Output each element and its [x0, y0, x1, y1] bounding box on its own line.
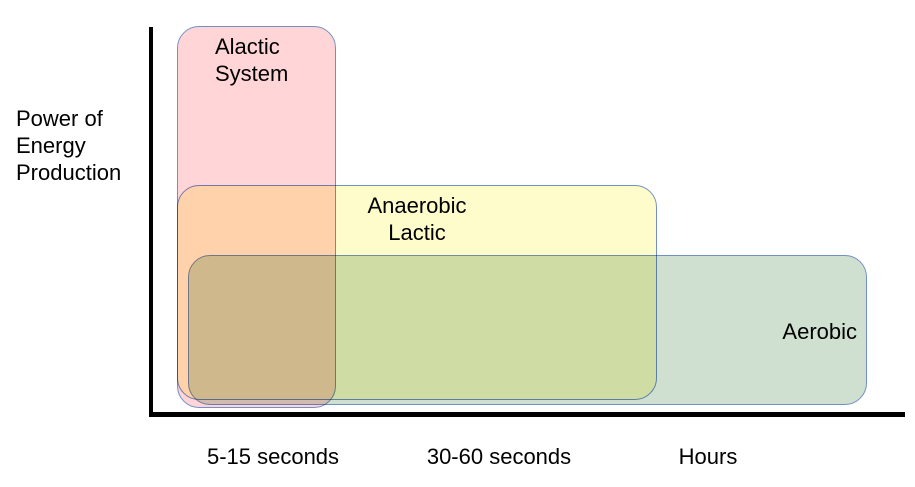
x-tick-label-hours: Hours	[678, 444, 738, 469]
alactic-label-line-1: Alactic	[215, 34, 280, 59]
anaerobic-label-line-1: Anaerobic	[367, 193, 467, 218]
y-axis-label-line-1: Power of	[16, 106, 103, 131]
y-axis-label: Power of Energy Production	[16, 105, 121, 186]
y-axis-line	[149, 27, 153, 417]
alactic-label-line-2: System	[215, 61, 289, 86]
x-tick-label-5-15-seconds: 5-15 seconds	[206, 444, 340, 469]
aerobic-label: Aerobic	[782, 319, 857, 344]
anaerobic-lactic-label: Anaerobic Lactic	[177, 192, 657, 246]
y-axis-label-line-2: Energy	[16, 133, 86, 158]
x-axis-line	[149, 412, 905, 417]
x-tick-label-30-60-seconds: 30-60 seconds	[426, 444, 572, 469]
anaerobic-label-line-2: Lactic	[388, 220, 446, 245]
y-axis-label-line-3: Production	[16, 160, 122, 185]
alactic-system-label: Alactic System	[215, 33, 288, 87]
aerobic-region	[188, 255, 867, 405]
